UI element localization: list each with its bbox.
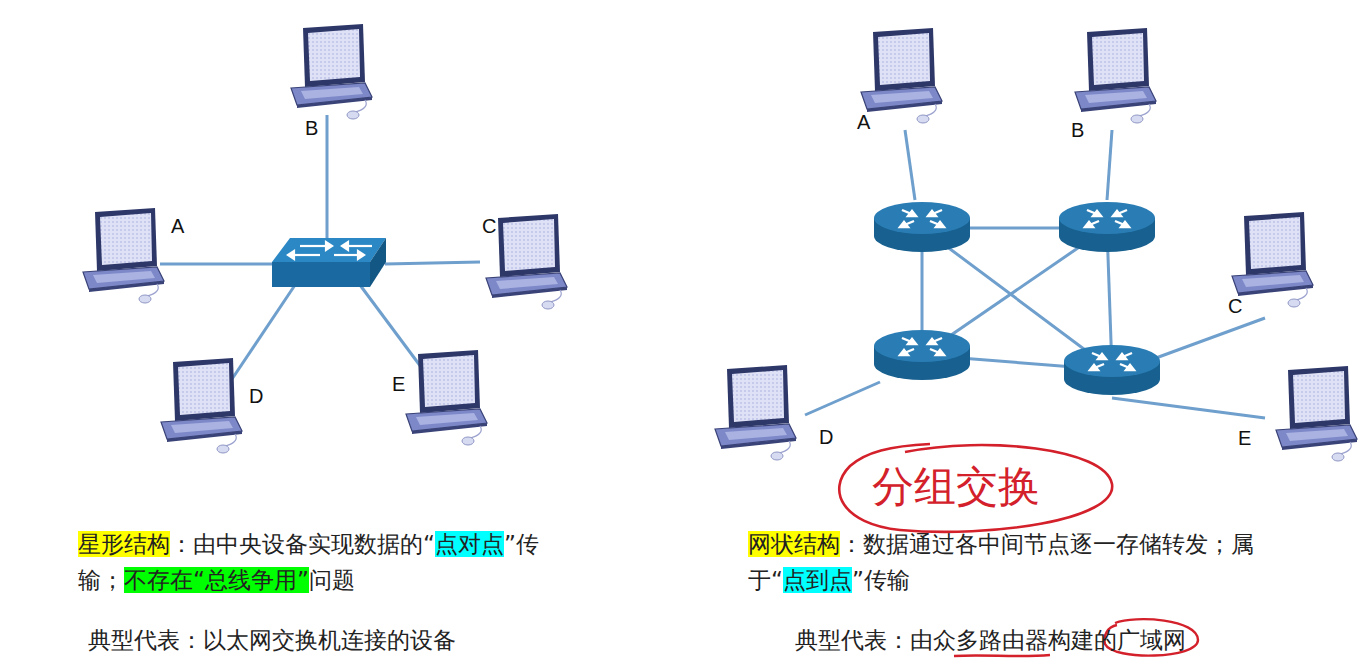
laptop-icon <box>398 350 488 450</box>
caption-block: 网状结构：数据通过各中间节点逐一存储转发；属于“点到点”传输 <box>748 526 1268 598</box>
host-letter: D <box>249 386 263 406</box>
example-text: 多路由器 <box>956 627 1048 653</box>
caption-block: 典型代表：以太网交换机连接的设备 <box>88 622 648 658</box>
laptop: B <box>1067 28 1157 128</box>
example-text: 广域网 <box>1117 627 1186 653</box>
laptop-icon <box>153 358 243 458</box>
host-letter: A <box>171 216 184 236</box>
laptop: C <box>1224 212 1314 312</box>
host-letter: B <box>1071 120 1084 140</box>
key-term: 不存在“总线争用” <box>124 567 309 593</box>
host-letter: E <box>392 374 405 394</box>
laptop-icon <box>283 24 373 124</box>
example-text: 构建的 <box>1048 627 1117 653</box>
laptop-icon <box>707 365 797 465</box>
laptop: E <box>1268 366 1358 466</box>
laptop: C <box>478 214 568 314</box>
hand-underline <box>954 655 1050 656</box>
host-letter: B <box>305 118 318 138</box>
laptop: E <box>398 350 488 450</box>
caption-text: ”传输 <box>852 567 910 593</box>
ethernet-switch <box>272 238 386 287</box>
handwritten-note: 分组交换 <box>872 466 1040 508</box>
laptop-icon <box>75 208 165 308</box>
caption-text: ：由中央设备实现数据的“ <box>170 531 435 557</box>
laptop: D <box>153 358 243 458</box>
laptop-icon <box>1067 28 1157 128</box>
host-letter: C <box>482 216 496 236</box>
topology-name: 网状结构 <box>748 531 840 557</box>
routers <box>874 202 1160 395</box>
example-text: 典型代表：以太网交换机连接的设备 <box>88 627 456 653</box>
host-letter: A <box>857 112 870 132</box>
host-letter: D <box>819 427 833 447</box>
hand-circle <box>1105 619 1199 655</box>
caption-block: 典型代表：由众多路由器构建的广域网 <box>795 622 1335 658</box>
laptop: B <box>283 24 373 124</box>
hand-ellipse <box>839 444 1112 532</box>
laptop-icon <box>1268 366 1358 466</box>
mesh-wires <box>805 130 1265 418</box>
laptop: D <box>707 365 797 465</box>
laptop: A <box>75 208 165 308</box>
caption-text: 问题 <box>309 567 355 593</box>
laptop: A <box>853 28 943 128</box>
caption-block: 星形结构：由中央设备实现数据的“点对点”传输；不存在“总线争用”问题 <box>78 526 578 598</box>
key-term: 点对点 <box>435 531 504 557</box>
example-text: 典型代表：由众 <box>795 627 956 653</box>
host-letter: C <box>1228 296 1242 316</box>
topology-name: 星形结构 <box>78 531 170 557</box>
star-wires <box>160 115 480 385</box>
key-term: 点到点 <box>783 567 852 593</box>
host-letter: E <box>1238 428 1251 448</box>
